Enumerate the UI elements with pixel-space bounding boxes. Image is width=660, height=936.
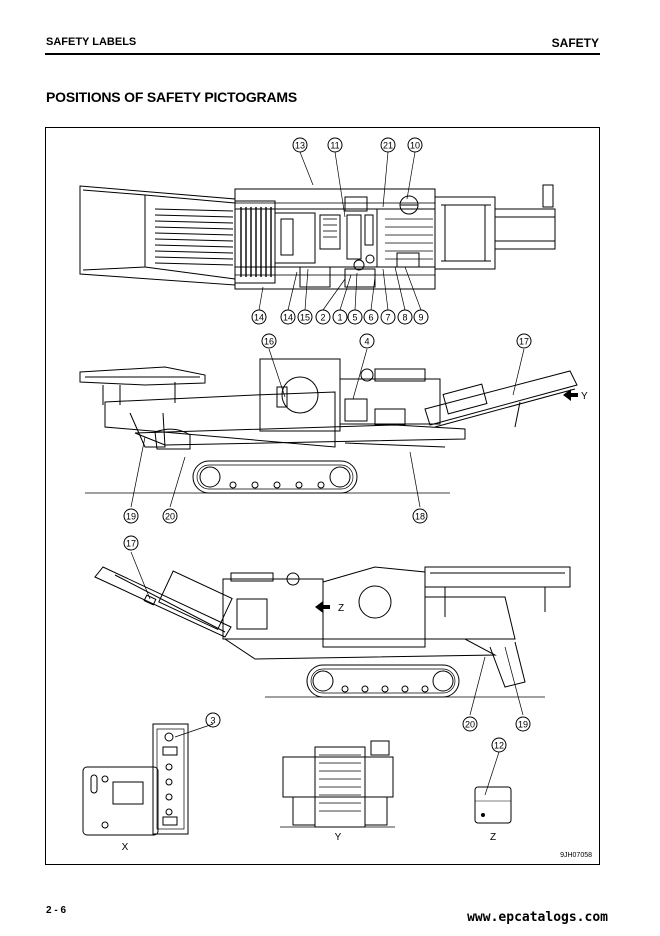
callout: 16 [261,333,277,349]
svg-text:11: 11 [330,141,339,151]
svg-text:1: 1 [337,313,342,323]
callout: 11 [327,137,343,153]
callout: 5 [347,309,363,325]
header-rule [45,53,600,55]
callout: 4 [359,333,375,349]
view-z-arrow-icon [315,601,330,613]
callout: 9 [413,309,429,325]
svg-text:2: 2 [320,313,325,323]
side-view-2-leaders [130,551,524,716]
side-view-2-drawing [94,566,571,698]
svg-text:15: 15 [300,313,310,323]
view-z-label: Z [490,832,496,843]
svg-text:16: 16 [264,337,274,347]
detail-z-leader [484,751,500,796]
page-title: POSITIONS OF SAFETY PICTOGRAMS [46,89,297,105]
callout: 1 [332,309,348,325]
callout: 8 [397,309,413,325]
callouts: 13 11 21 10 14 14 15 2 1 5 6 7 8 9 16 4 … [123,137,532,753]
svg-text:5: 5 [352,313,357,323]
callout: 3 [205,712,221,728]
svg-text:17: 17 [126,539,136,549]
callout: 21 [380,137,396,153]
callout: 14 [280,309,296,325]
svg-text:19: 19 [126,512,136,522]
callout: 14 [251,309,267,325]
svg-text:20: 20 [165,512,175,522]
page-number: 2 - 6 [46,905,67,916]
svg-text:14: 14 [254,313,264,323]
chapter-header: SAFETY [551,36,599,50]
callout: 7 [380,309,396,325]
drawing-code: 9JH07058 [560,852,592,859]
svg-text:20: 20 [465,720,475,730]
view-y-arrow-icon [563,389,578,401]
svg-text:8: 8 [402,313,407,323]
detail-x-drawing [82,723,189,836]
view-y-label: Y [335,832,342,843]
detail-z-drawing [474,786,512,824]
callout: 13 [292,137,308,153]
callout: 20 [162,508,178,524]
top-view-drawing [79,184,556,290]
section-header: SAFETY LABELS [46,36,137,48]
svg-text:9: 9 [418,313,423,323]
svg-text:18: 18 [415,512,425,522]
detail-x-leader [174,723,214,738]
svg-text:13: 13 [295,141,305,151]
svg-text:21: 21 [383,141,393,151]
svg-text:19: 19 [518,720,528,730]
callout: 19 [123,508,139,524]
side-view-1-drawing [79,358,578,494]
svg-text:3: 3 [210,716,215,726]
detail-y-drawing [280,740,395,828]
callout: 12 [491,737,507,753]
svg-text:17: 17 [519,337,529,347]
watermark-url: www.epcatalogs.com [467,910,608,925]
callout: 15 [297,309,313,325]
safety-pictogram-figure: 13 11 21 10 14 14 15 2 1 5 6 7 8 9 16 4 … [45,127,600,865]
callout: 6 [363,309,379,325]
view-y-arrow-label: Y [581,391,588,402]
figure-frame [45,127,600,865]
callout: 17 [123,535,139,551]
view-x-label: X [122,842,129,853]
svg-text:14: 14 [283,313,293,323]
svg-text:7: 7 [385,313,390,323]
top-view-leaders [258,151,422,311]
svg-text:6: 6 [368,313,373,323]
callout: 17 [516,333,532,349]
view-z-arrow-label: Z [338,603,344,614]
svg-text:4: 4 [364,337,369,347]
callout: 2 [315,309,331,325]
callout: 10 [407,137,423,153]
svg-text:12: 12 [494,741,504,751]
side-view-1-leaders [130,348,525,508]
callout: 19 [515,716,531,732]
callout: 18 [412,508,428,524]
callout: 20 [462,716,478,732]
svg-text:10: 10 [410,141,420,151]
